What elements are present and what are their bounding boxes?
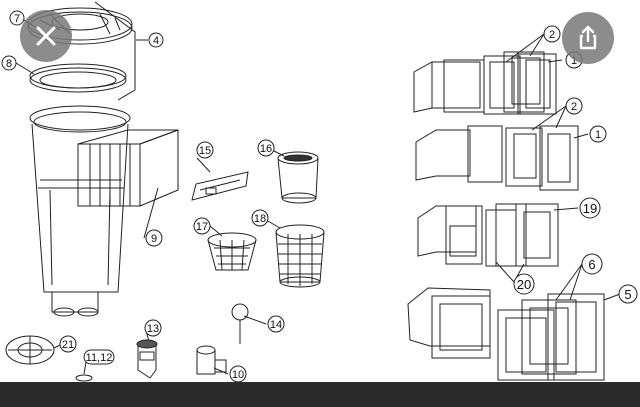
callout-17: 17 bbox=[196, 221, 208, 233]
callout-21: 21 bbox=[62, 339, 74, 351]
callout-r20: 20 bbox=[517, 277, 531, 292]
callout-18: 18 bbox=[254, 213, 266, 225]
callout-16: 16 bbox=[260, 143, 272, 155]
part-15-weir bbox=[191, 171, 249, 201]
share-icon bbox=[579, 25, 597, 50]
callout-r5: 5 bbox=[624, 287, 631, 302]
part-18-basket bbox=[275, 224, 325, 288]
part-14-float bbox=[231, 303, 249, 344]
callout-r1a: 1 bbox=[571, 55, 577, 67]
skimmer-collar bbox=[29, 1, 136, 101]
callout-r2b: 2 bbox=[571, 101, 577, 113]
callout-11-12: 11,12 bbox=[86, 352, 113, 364]
close-icon bbox=[36, 26, 56, 46]
faceplate-set-4 bbox=[407, 287, 605, 381]
callout-8: 8 bbox=[6, 58, 12, 70]
faceplate-set-2 bbox=[415, 125, 579, 191]
callout-r2a: 2 bbox=[549, 29, 555, 41]
callout-r6: 6 bbox=[588, 257, 595, 272]
callout-15: 15 bbox=[199, 145, 211, 157]
diagram-canvas: 7 8 4 9 15 16 17 18 21 11,12 13 14 10 2 … bbox=[1, 1, 638, 383]
part-13-fitting bbox=[136, 339, 158, 379]
callouts: 7 8 4 9 15 16 17 18 21 11,12 13 14 10 2 … bbox=[1, 10, 638, 383]
callout-14: 14 bbox=[270, 319, 282, 331]
callout-4: 4 bbox=[153, 35, 159, 47]
callout-7: 7 bbox=[14, 13, 20, 25]
callout-r19: 19 bbox=[583, 201, 597, 216]
close-button[interactable] bbox=[20, 10, 72, 62]
part-21-disc bbox=[5, 335, 55, 365]
callout-r1b: 1 bbox=[595, 129, 601, 141]
part-16-cylinder bbox=[277, 151, 319, 204]
callout-13: 13 bbox=[147, 323, 159, 335]
part-11-12 bbox=[75, 374, 93, 382]
part-17-basket bbox=[207, 232, 257, 271]
share-button[interactable] bbox=[562, 12, 614, 64]
callout-9: 9 bbox=[151, 233, 157, 245]
callout-10: 10 bbox=[232, 369, 244, 381]
faceplate-set-1 bbox=[413, 51, 557, 115]
part-10-pipe bbox=[196, 345, 227, 375]
bottom-bar bbox=[0, 382, 640, 407]
callout-leaders-right bbox=[495, 33, 621, 301]
skimmer-body bbox=[29, 105, 179, 317]
faceplate-set-3 bbox=[417, 203, 559, 267]
